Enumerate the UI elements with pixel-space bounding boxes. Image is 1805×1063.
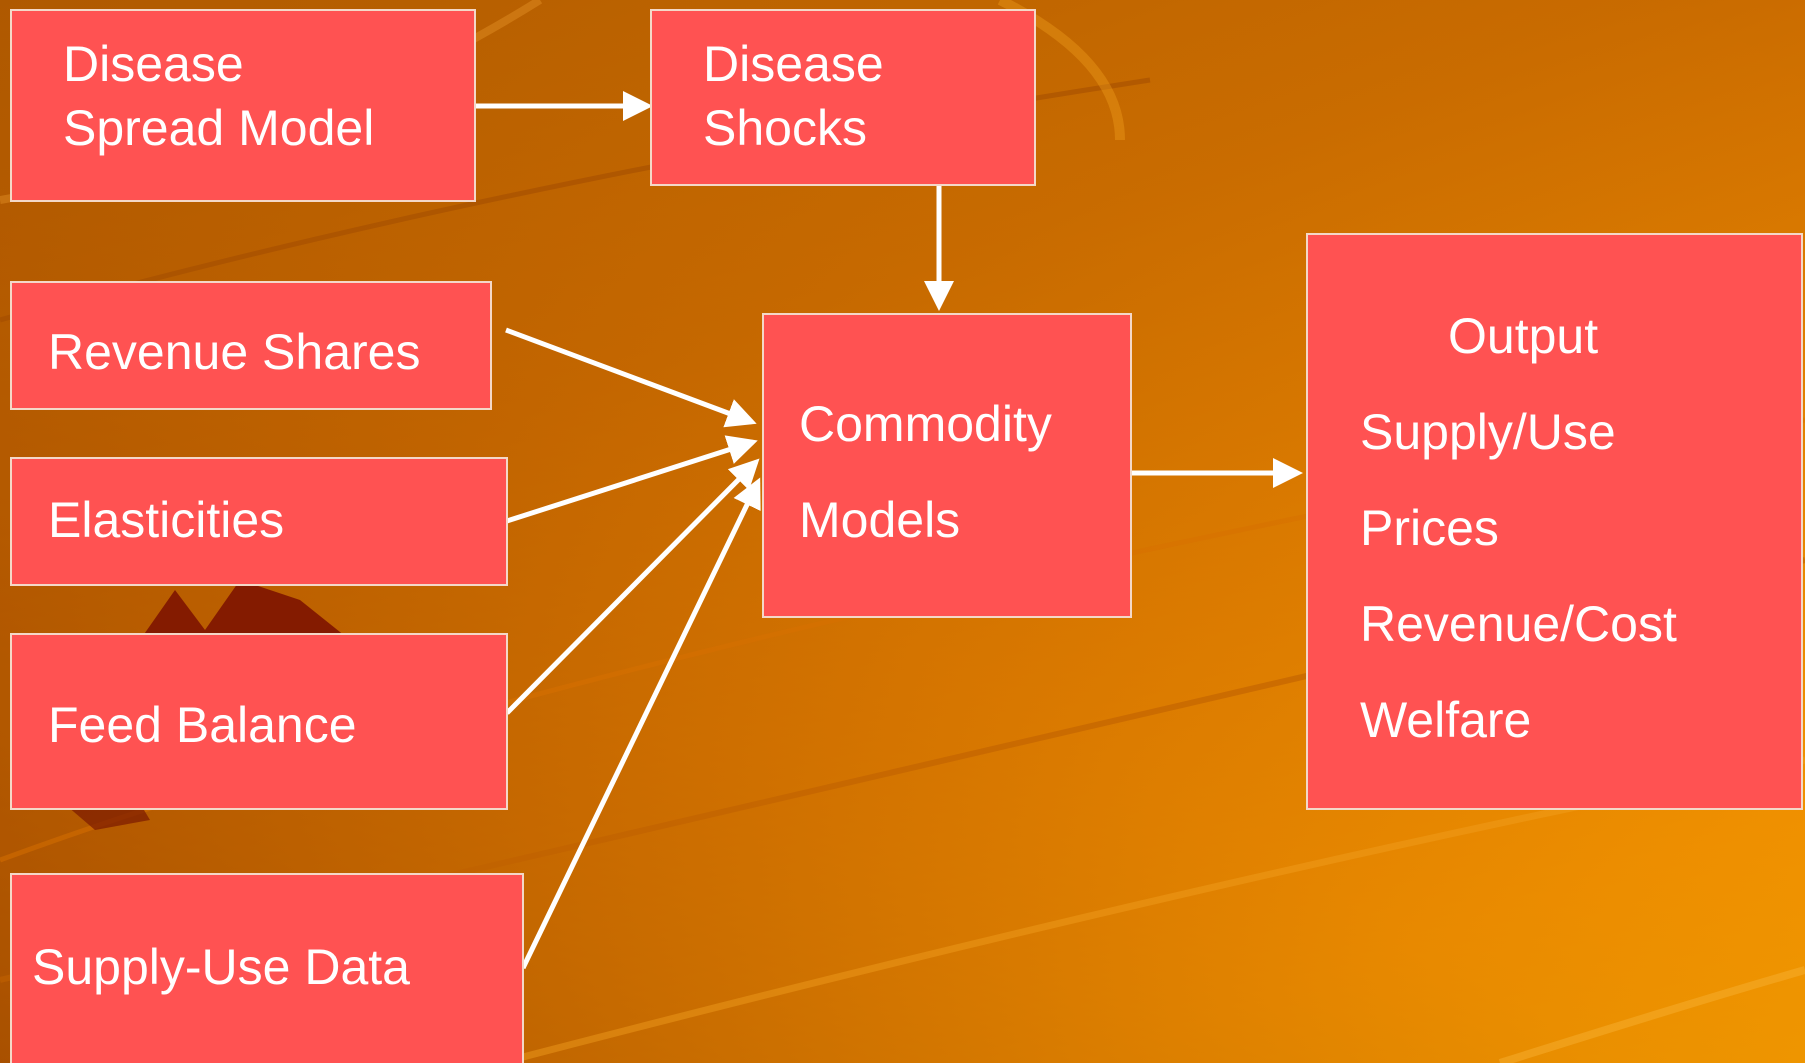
commodity-models-box: Commodity Models — [762, 313, 1132, 618]
feed-balance-box: Feed Balance — [10, 633, 508, 810]
elasticities-box: Elasticities — [10, 457, 508, 586]
revenue-shares-label: Revenue Shares — [48, 324, 421, 380]
output-item: Supply/Use — [1360, 404, 1616, 460]
output-item: Revenue/Cost — [1360, 596, 1677, 652]
disease-spread-model-box: Disease Spread Model — [10, 9, 476, 202]
supply-use-data-label: Supply-Use Data — [32, 939, 410, 995]
output-item: Welfare — [1360, 692, 1532, 748]
feed-balance-label: Feed Balance — [48, 697, 357, 753]
commodity-models-line-2: Models — [799, 492, 961, 548]
revenue-shares-box: Revenue Shares — [10, 281, 492, 410]
supply-use-data-box: Supply-Use Data — [10, 873, 524, 1063]
disease-shocks-line-1: Disease — [703, 36, 884, 92]
disease-shocks-line-2: Shocks — [703, 100, 867, 156]
output-title: Output — [1448, 308, 1599, 364]
disease-spread-model-line-2: Spread Model — [63, 100, 375, 156]
elasticities-label: Elasticities — [48, 492, 285, 548]
output-item: Prices — [1360, 500, 1499, 556]
disease-spread-model-line-1: Disease — [63, 36, 244, 92]
output-box: Output Supply/Use Prices Revenue/Cost We… — [1306, 233, 1803, 810]
disease-shocks-box: Disease Shocks — [650, 9, 1036, 186]
commodity-models-line-1: Commodity — [799, 396, 1052, 452]
